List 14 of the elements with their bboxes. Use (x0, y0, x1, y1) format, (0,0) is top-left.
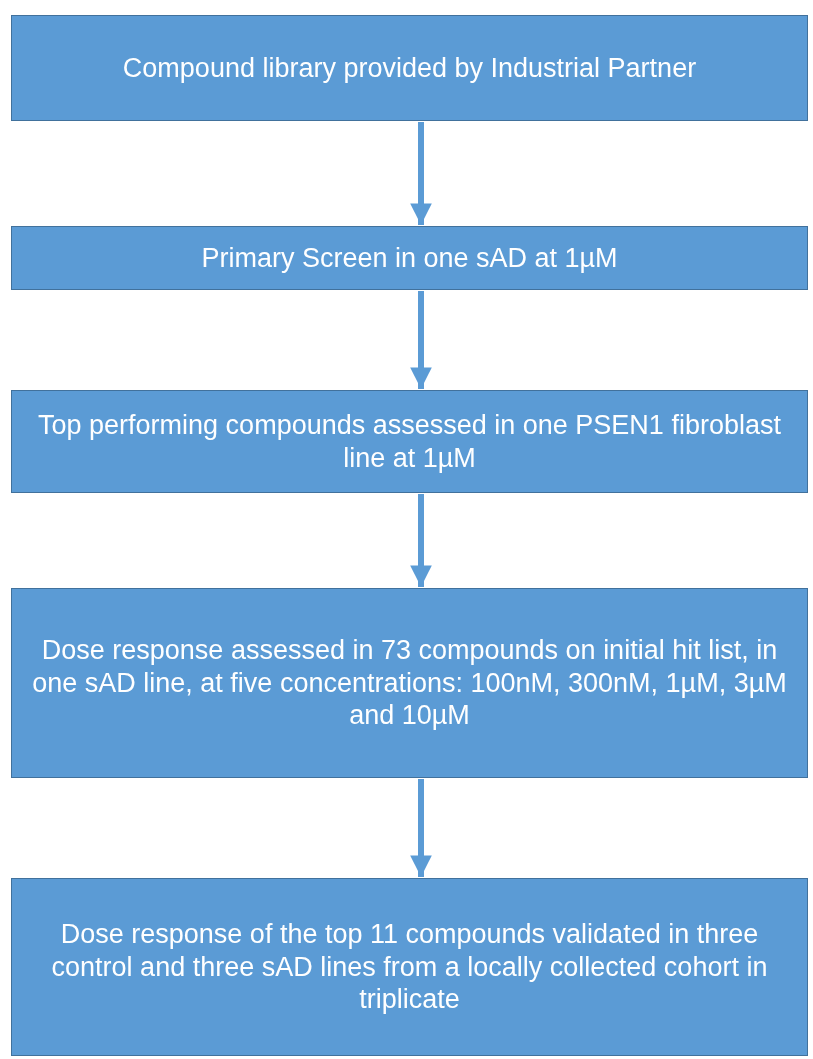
arrow (410, 291, 432, 389)
process-box (11, 588, 808, 778)
step-text: Top performing compounds assessed in one PSEN1 fibroblast line at 1µM (37, 408, 782, 475)
process-box (11, 390, 808, 493)
arrow (410, 779, 432, 877)
process-box (11, 878, 808, 1056)
arrow (410, 494, 432, 587)
process-box (11, 15, 808, 121)
step-text: Primary Screen in one sAD at 1µM (201, 241, 618, 275)
process-box (11, 226, 808, 290)
step-text: Dose response assessed in 73 compounds on initial hit list, in one sAD line, at five concentrations: 100nM, 300nM, 1µM, 3µM and 10µM (31, 633, 788, 733)
arrow (410, 122, 432, 225)
step-text: Compound library provided by Industrial Partner (122, 51, 697, 85)
step-text: Dose response of the top 11 compounds validated in three control and three sAD lines from a locally collected cohort in triplicate (50, 917, 769, 1017)
